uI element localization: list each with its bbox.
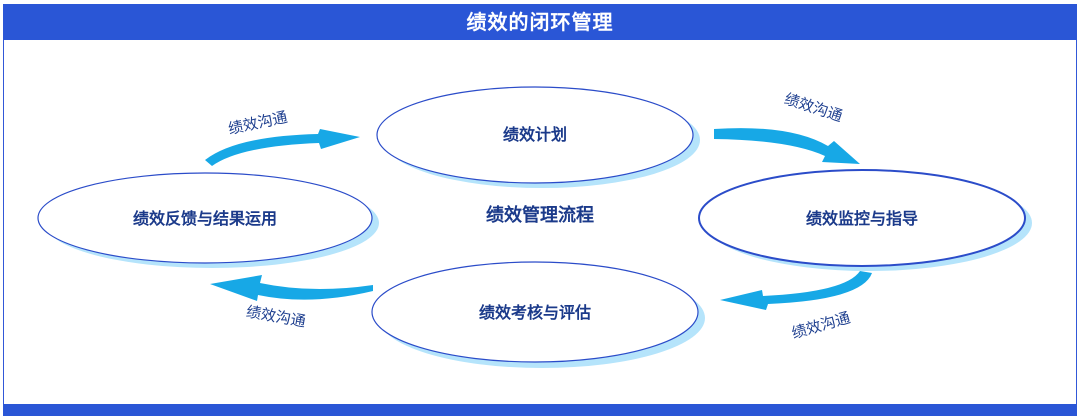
node-plan-label: 绩效计划	[503, 125, 567, 144]
arrow-top-left-shape	[205, 129, 360, 166]
node-feedback: 绩效反馈与结果运用	[37, 172, 379, 268]
node-assess: 绩效考核与评估	[371, 261, 705, 368]
node-assess-label: 绩效考核与评估	[479, 303, 591, 322]
arrow-top-left-label: 绩效沟通	[227, 108, 289, 138]
node-feedback-ellipse	[37, 172, 373, 264]
node-assess-ellipse	[371, 261, 699, 363]
page-title: 绩效的闭环管理	[3, 4, 1077, 40]
node-monitor-label: 绩效监控与指导	[806, 209, 918, 228]
node-monitor-ellipse	[698, 169, 1026, 267]
frame-border-right	[1076, 40, 1077, 404]
footer-bar	[3, 404, 1077, 416]
frame-border-left	[3, 40, 4, 404]
node-plan-ellipse	[376, 86, 694, 184]
arrow-bottom-right-shape	[720, 271, 872, 310]
center-label: 绩效管理流程	[486, 204, 594, 226]
arrow-bottom-left-shape	[210, 275, 373, 301]
arrow-bottom-left: 绩效沟通	[210, 275, 373, 331]
arrow-bottom-left-label: 绩效沟通	[245, 302, 307, 330]
arrow-top-right-shape	[714, 128, 860, 164]
arrow-top-right: 绩效沟通	[714, 90, 860, 164]
node-plan: 绩效计划	[376, 86, 700, 188]
arrow-bottom-right: 绩效沟通	[720, 271, 872, 342]
arrow-top-right-label: 绩效沟通	[782, 90, 845, 126]
arrow-bottom-right-label: 绩效沟通	[790, 309, 853, 343]
node-feedback-label: 绩效反馈与结果运用	[133, 209, 277, 228]
arrow-top-left: 绩效沟通	[205, 108, 360, 166]
node-monitor: 绩效监控与指导	[698, 169, 1032, 271]
